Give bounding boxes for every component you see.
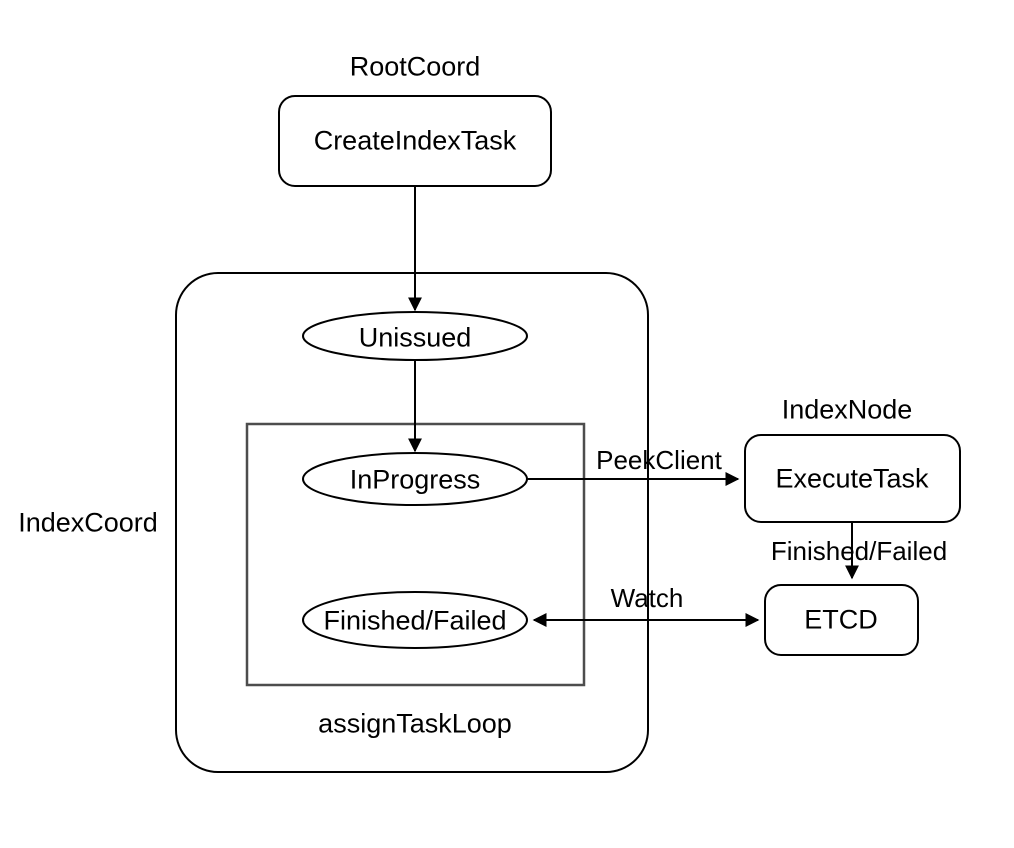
node-label-createindextask: CreateIndexTask bbox=[313, 125, 517, 156]
group-label-indexcoord: IndexCoord bbox=[18, 507, 158, 538]
group-indexcoord-boundary bbox=[175, 272, 649, 773]
node-label-finishedfailed: Finished/Failed bbox=[323, 605, 507, 636]
edge-label-peekclient: PeekClient bbox=[596, 445, 722, 475]
group-label-rootcoord: RootCoord bbox=[349, 51, 481, 82]
group-label-assigntaskloop: assignTaskLoop bbox=[318, 708, 512, 739]
node-label-unissued: Unissued bbox=[358, 322, 472, 353]
node-label-inprogress: InProgress bbox=[349, 464, 481, 495]
node-label-executetask: ExecuteTask bbox=[775, 463, 929, 494]
edge-label-finished-failed: Finished/Failed bbox=[770, 536, 948, 566]
node-etcd-shape bbox=[764, 584, 919, 656]
edge-label-watch: Watch bbox=[610, 583, 684, 613]
node-finishedfailed-shape bbox=[302, 591, 528, 649]
group-label-indexnode: IndexNode bbox=[781, 394, 913, 425]
node-label-etcd: ETCD bbox=[804, 604, 878, 635]
